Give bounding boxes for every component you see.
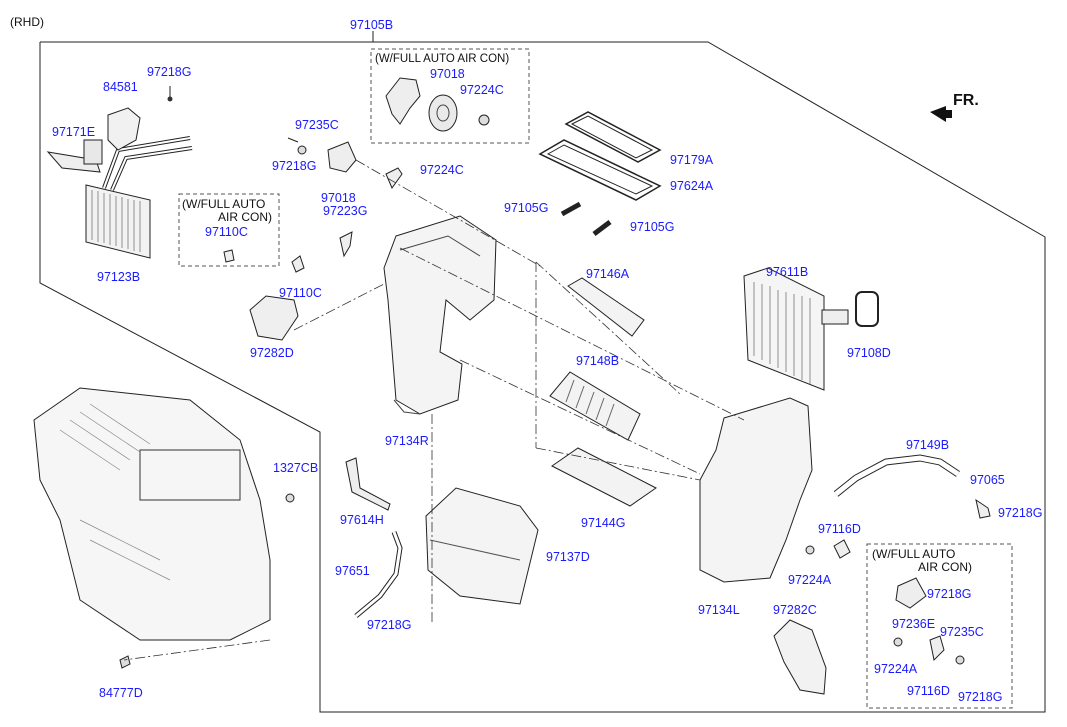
part-97235C-a: 97235C <box>295 118 339 132</box>
part-97224A-a: 97224A <box>788 573 832 587</box>
option-note-left-2: AIR CON) <box>218 210 272 224</box>
heater-core <box>85 136 193 259</box>
part-97148B: 97148B <box>576 354 620 368</box>
part-97218G-d: 97218G <box>367 618 412 632</box>
part-97224A-b: 97224A <box>874 662 918 676</box>
option-note-left-1: (W/FULL AUTO <box>182 197 266 211</box>
part-97065: 97065 <box>970 473 1005 487</box>
leader-lines <box>123 159 745 661</box>
part-97611B: 97611B <box>766 265 809 279</box>
option-box-top <box>370 48 530 144</box>
part-97179A: 97179A <box>670 153 714 167</box>
door-plates <box>549 277 657 507</box>
part-97149B: 97149B <box>906 438 950 452</box>
part-97224C-a: 97224C <box>420 163 464 177</box>
evaporator <box>743 267 879 391</box>
part-97651: 97651 <box>335 564 370 578</box>
part-97218G-c: 97218G <box>998 506 1043 520</box>
option-box-right <box>866 543 1013 709</box>
part-97171E: 97171E <box>52 125 96 139</box>
part-97108D: 97108D <box>847 346 891 360</box>
part-97123B: 97123B <box>97 270 141 284</box>
case-right-97134R <box>383 215 497 415</box>
actuator-97018-top <box>385 77 490 132</box>
part-97614H: 97614H <box>340 513 384 527</box>
assembly-border <box>39 41 1046 713</box>
part-97110C-b: 97110C <box>279 286 322 300</box>
part-97110C-a: 97110C <box>205 225 248 239</box>
part-97624A: 97624A <box>670 179 714 193</box>
option-note-top: (W/FULL AUTO AIR CON) <box>375 53 510 65</box>
option-note-right-2: AIR CON) <box>918 560 972 574</box>
duct-97282D <box>249 295 299 341</box>
part-97235C-b: 97235C <box>940 625 984 639</box>
bracket <box>107 107 141 151</box>
assembly-label: 97105B <box>350 18 394 32</box>
blower-lower-case <box>425 487 539 605</box>
part-1327CB: 1327CB <box>273 461 319 475</box>
pipe-connector <box>46 139 103 173</box>
part-97144G: 97144G <box>581 516 626 530</box>
part-97282C: 97282C <box>773 603 817 617</box>
actuator-right-option <box>805 498 991 665</box>
option-note-right-1: (W/FULL AUTO <box>872 547 956 561</box>
part-97218G-a: 97218G <box>147 65 192 79</box>
part-97282D: 97282D <box>250 346 294 360</box>
variant-label: (RHD) <box>10 15 44 29</box>
part-97105G-a: 97105G <box>504 201 549 215</box>
part-97134R: 97134R <box>385 434 429 448</box>
part-97116D-a: 97116D <box>818 522 861 536</box>
part-97134L: 97134L <box>698 603 740 617</box>
part-84581: 84581 <box>103 80 138 94</box>
part-97146A: 97146A <box>586 267 630 281</box>
front-direction-label: FR. <box>953 92 979 109</box>
part-97218G-b: 97218G <box>272 159 317 173</box>
part-97018-a: 97018 <box>321 191 356 205</box>
option-box-left <box>178 193 280 267</box>
part-97116D-b: 97116D <box>907 684 950 698</box>
part-97218G-e: 97218G <box>927 587 972 601</box>
sensor-97614H <box>345 457 391 511</box>
part-97236E: 97236E <box>892 617 936 631</box>
part-84777D: 84777D <box>99 686 143 700</box>
air-filter <box>538 111 662 236</box>
assembled-hvac-unit <box>33 387 295 669</box>
part-97223G: 97223G <box>323 204 368 218</box>
front-direction-arrow-icon <box>930 106 952 122</box>
case-left-97134L <box>699 397 813 583</box>
duct-97282C <box>773 619 827 695</box>
part-97224C-b: 97224C <box>460 83 504 97</box>
part-97218G-f: 97218G <box>958 690 1003 704</box>
part-97137D: 97137D <box>546 550 590 564</box>
part-97105G-b: 97105G <box>630 220 675 234</box>
part-97018-b: 97018 <box>430 67 465 81</box>
mode-actuator <box>223 137 403 273</box>
